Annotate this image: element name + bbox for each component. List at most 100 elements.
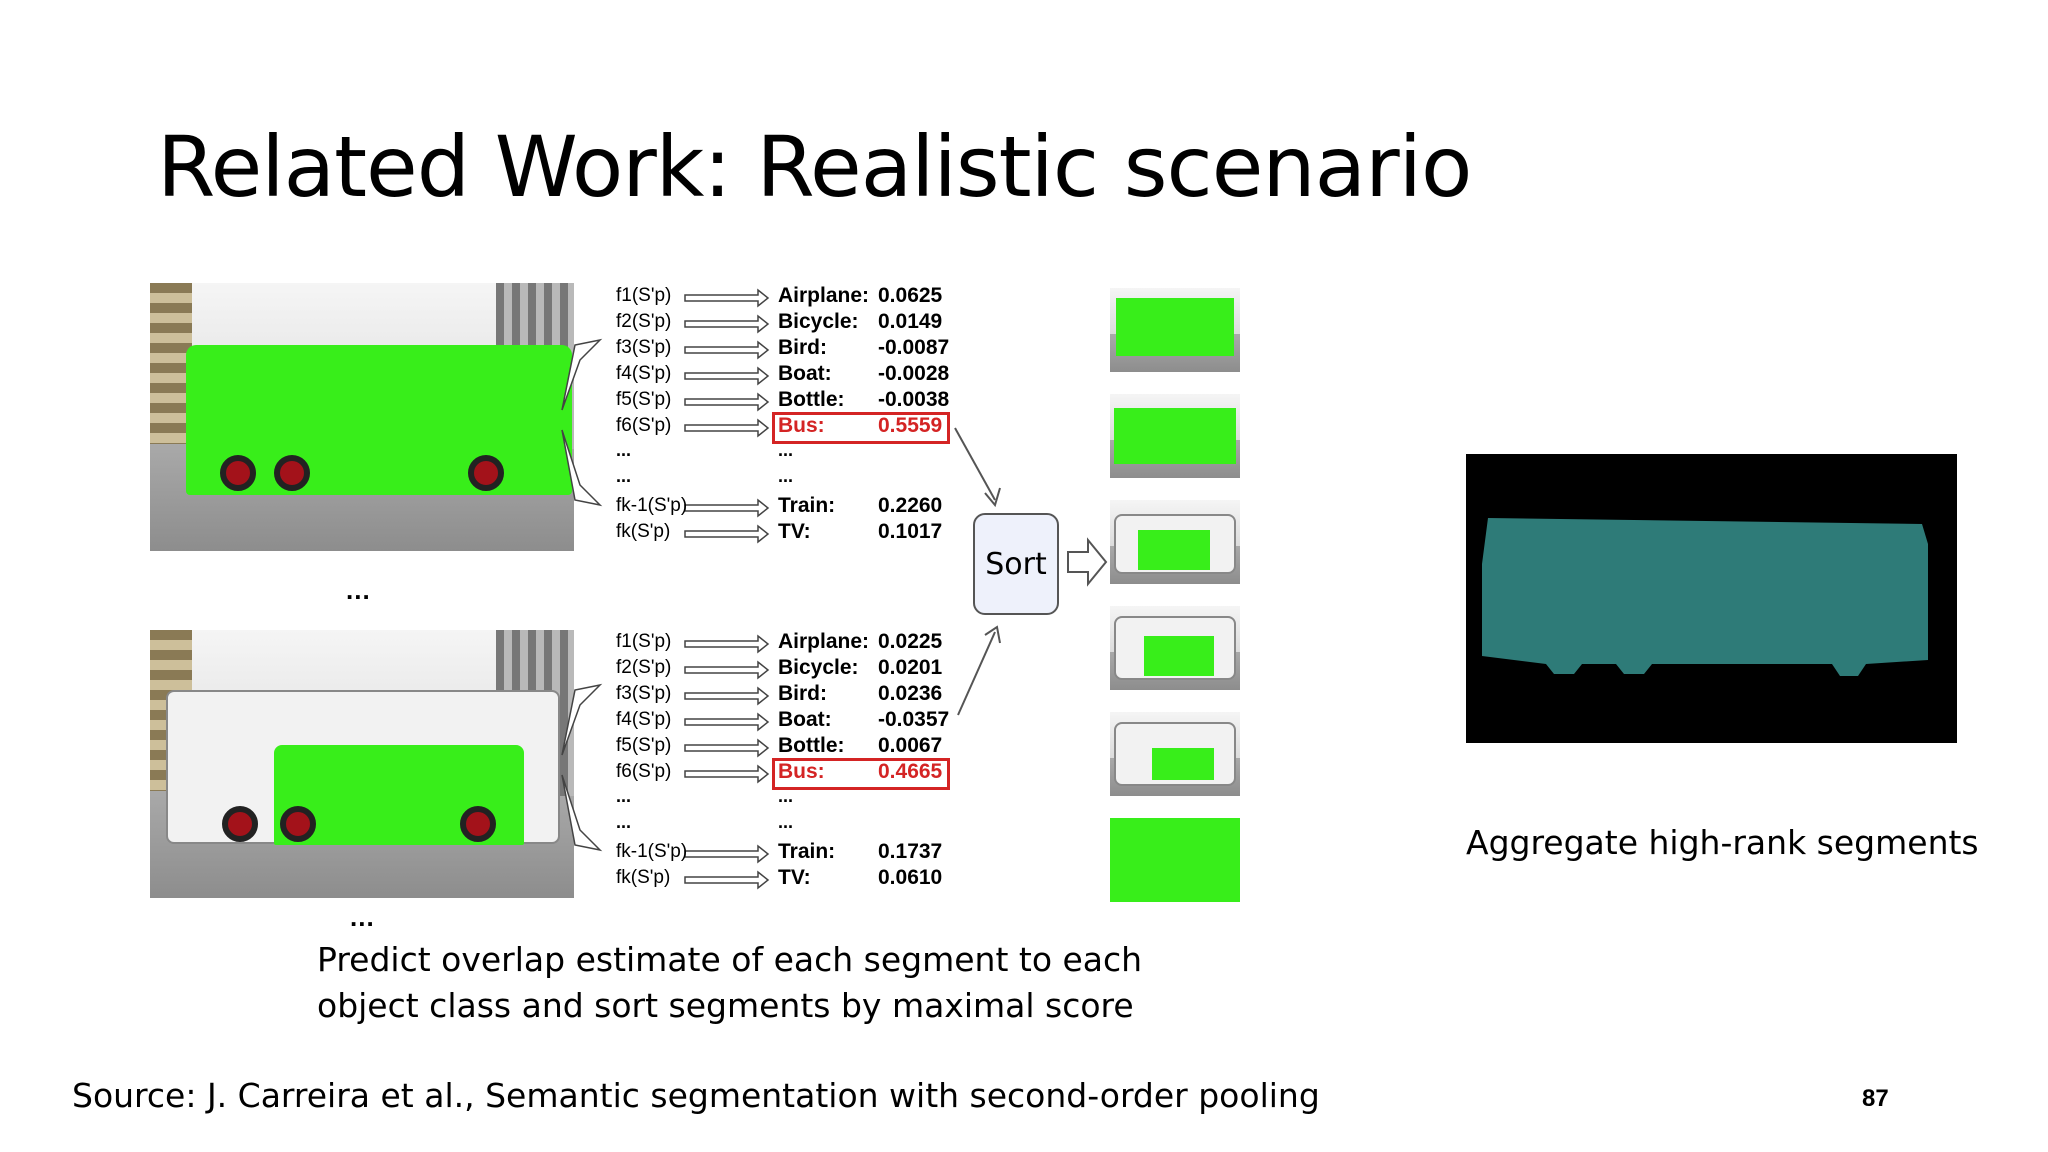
top_panel-row-arrow bbox=[684, 288, 770, 308]
bottom_panel-ellipsis: ... bbox=[616, 786, 632, 806]
bottom_panel-row-arrow bbox=[684, 686, 770, 706]
bottom_panel-function-label: fk-1(S'p) bbox=[616, 841, 688, 862]
aggregated-mask-image bbox=[1466, 454, 1957, 743]
caption-aggregate: Aggregate high-rank segments bbox=[1466, 823, 1979, 862]
caption-predict-line-2: object class and sort segments by maxima… bbox=[317, 986, 1134, 1025]
top_panel-function-label: f1(S'p) bbox=[616, 285, 672, 306]
bottom_panel-score-value: 0.1737 bbox=[878, 840, 943, 863]
bottom_panel-row-arrow bbox=[684, 660, 770, 680]
sorted-thumbnail-4 bbox=[1110, 606, 1240, 690]
page-number: 87 bbox=[1862, 1085, 1889, 1112]
fan-arrow-bottom-upper bbox=[561, 683, 603, 756]
bottom_panel-row-arrow bbox=[684, 738, 770, 758]
bottom_panel-class-label: Airplane: bbox=[778, 630, 870, 653]
top_panel-function-label: f4(S'p) bbox=[616, 363, 672, 384]
top_panel-function-label: fk-1(S'p) bbox=[616, 495, 688, 516]
top_panel-score-value: 0.5559 bbox=[878, 414, 943, 437]
arrow-bus-top-to-sort bbox=[954, 427, 996, 501]
top_panel-function-label: f5(S'p) bbox=[616, 389, 672, 410]
bottom_panel-row-arrow bbox=[684, 764, 770, 784]
fan-arrow-bottom-lower bbox=[561, 774, 603, 852]
top_panel-ellipsis: ... bbox=[616, 440, 632, 460]
photo-ellipsis-middle: ... bbox=[346, 575, 371, 605]
top_panel-ellipsis: ... bbox=[778, 440, 794, 460]
bottom_panel-class-label: Bicycle: bbox=[778, 656, 859, 679]
top_panel-score-value: -0.0038 bbox=[878, 388, 950, 411]
bottom_panel-score-value: 0.0225 bbox=[878, 630, 943, 653]
top_panel-score-value: 0.0625 bbox=[878, 284, 943, 307]
top_panel-row-arrow bbox=[684, 498, 770, 518]
bottom_panel-row-arrow bbox=[684, 712, 770, 732]
sorted-thumbnail-3 bbox=[1110, 500, 1240, 584]
bottom_panel-score-value: 0.0201 bbox=[878, 656, 943, 679]
bottom_panel-score-value: -0.0357 bbox=[878, 708, 950, 731]
top_panel-score-value: 0.1017 bbox=[878, 520, 943, 543]
bottom-segment-photo bbox=[150, 630, 574, 898]
top_panel-row-arrow bbox=[684, 314, 770, 334]
top_panel-class-label: Bicycle: bbox=[778, 310, 859, 333]
top_panel-class-label: Bus: bbox=[778, 414, 825, 437]
top-segment-photo bbox=[150, 283, 574, 551]
top_panel-score-value: 0.2260 bbox=[878, 494, 943, 517]
top_panel-function-label: f6(S'p) bbox=[616, 415, 672, 436]
top_panel-row-arrow bbox=[684, 392, 770, 412]
bottom_panel-score-value: 0.4665 bbox=[878, 760, 943, 783]
top_panel-function-label: fk(S'p) bbox=[616, 521, 671, 542]
bottom_panel-row-arrow bbox=[684, 870, 770, 890]
top_panel-function-label: f2(S'p) bbox=[616, 311, 672, 332]
top_panel-ellipsis: ... bbox=[616, 466, 632, 486]
sorted-thumbnail-5 bbox=[1110, 712, 1240, 796]
source-citation: Source: J. Carreira et al., Semantic seg… bbox=[72, 1076, 1320, 1115]
top_panel-row-arrow bbox=[684, 524, 770, 544]
sorted-thumbnail-2 bbox=[1110, 394, 1240, 478]
bottom_panel-function-label: f2(S'p) bbox=[616, 657, 672, 678]
top_panel-score-value: -0.0028 bbox=[878, 362, 950, 385]
bottom_panel-row-arrow bbox=[684, 844, 770, 864]
top_panel-class-label: Bottle: bbox=[778, 388, 845, 411]
bottom_panel-function-label: f1(S'p) bbox=[616, 631, 672, 652]
bottom_panel-bus-highlight-box bbox=[772, 758, 950, 790]
bottom_panel-class-label: Bus: bbox=[778, 760, 825, 783]
bottom_panel-function-label: f3(S'p) bbox=[616, 683, 672, 704]
caption-predict-line-1: Predict overlap estimate of each segment… bbox=[317, 940, 1143, 979]
top_panel-class-label: Airplane: bbox=[778, 284, 870, 307]
top_panel-class-label: TV: bbox=[778, 520, 811, 543]
bottom_panel-score-value: 0.0610 bbox=[878, 866, 943, 889]
top_panel-class-label: Boat: bbox=[778, 362, 832, 385]
top_panel-score-value: -0.0087 bbox=[878, 336, 950, 359]
bottom_panel-function-label: f4(S'p) bbox=[616, 709, 672, 730]
sorted-thumbnail-6 bbox=[1110, 818, 1240, 902]
arrow-head-bottom-to-sort bbox=[984, 625, 1001, 644]
arrow-head-top-to-sort bbox=[984, 487, 1001, 508]
bottom_panel-ellipsis: ... bbox=[778, 812, 794, 832]
photo-ellipsis-bottom: ... bbox=[350, 902, 375, 932]
bottom_panel-class-label: Bird: bbox=[778, 682, 827, 705]
top_panel-score-value: 0.0149 bbox=[878, 310, 943, 333]
bottom_panel-function-label: fk(S'p) bbox=[616, 867, 671, 888]
bottom_panel-ellipsis: ... bbox=[778, 786, 794, 806]
sorted-thumbnail-1 bbox=[1110, 288, 1240, 372]
top_panel-function-label: f3(S'p) bbox=[616, 337, 672, 358]
bottom_panel-class-label: TV: bbox=[778, 866, 811, 889]
slide-title: Related Work: Realistic scenario bbox=[157, 118, 1472, 216]
top_panel-row-arrow bbox=[684, 366, 770, 386]
bottom_panel-class-label: Boat: bbox=[778, 708, 832, 731]
top_panel-row-arrow bbox=[684, 418, 770, 438]
fan-arrow-top-lower bbox=[561, 429, 603, 507]
top_panel-class-label: Bird: bbox=[778, 336, 827, 359]
sort-box: Sort bbox=[973, 513, 1059, 615]
bottom_panel-row-arrow bbox=[684, 634, 770, 654]
bottom_panel-ellipsis: ... bbox=[616, 812, 632, 832]
arrow-bus-bottom-to-sort bbox=[957, 631, 996, 716]
bottom_panel-score-value: 0.0067 bbox=[878, 734, 943, 757]
top_panel-row-arrow bbox=[684, 340, 770, 360]
top_panel-ellipsis: ... bbox=[778, 466, 794, 486]
bottom_panel-score-value: 0.0236 bbox=[878, 682, 943, 705]
bottom_panel-function-label: f6(S'p) bbox=[616, 761, 672, 782]
bottom_panel-class-label: Bottle: bbox=[778, 734, 845, 757]
fan-arrow-top-upper bbox=[561, 338, 603, 411]
top_panel-class-label: Train: bbox=[778, 494, 836, 517]
arrow-sort-to-thumbnails bbox=[1067, 537, 1108, 587]
top_panel-bus-highlight-box bbox=[772, 412, 950, 444]
